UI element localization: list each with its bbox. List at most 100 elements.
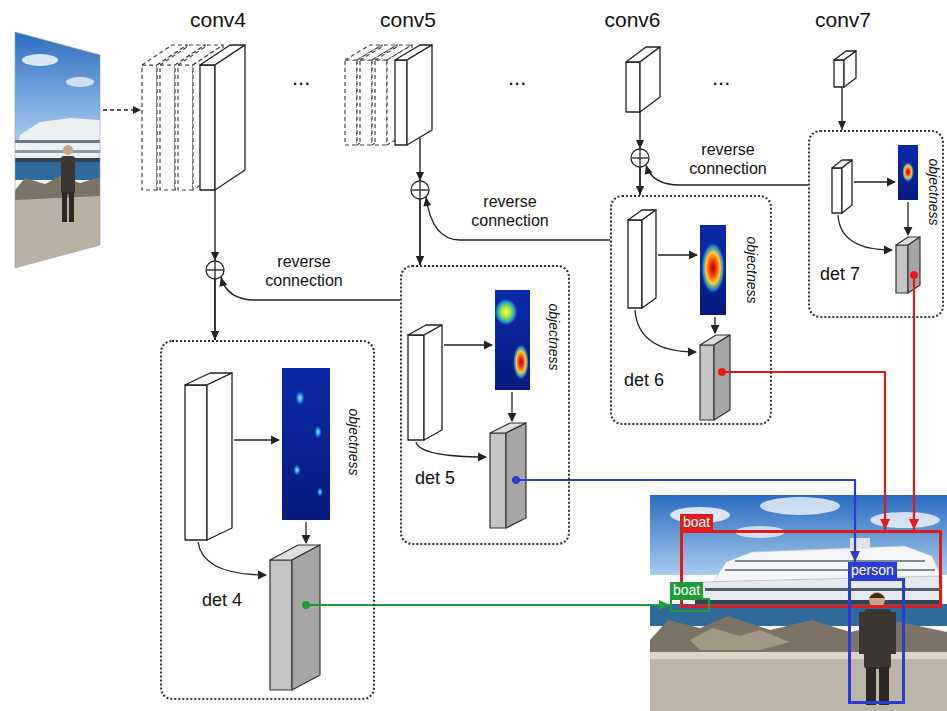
connector-line xyxy=(772,372,885,530)
detection-region: objectnessdet 4 xyxy=(160,340,375,700)
conv-stack xyxy=(142,65,157,190)
arrowhead xyxy=(636,186,644,195)
output-photo xyxy=(705,588,942,591)
input-photo xyxy=(15,30,100,270)
feature-map xyxy=(842,160,852,213)
det-block xyxy=(490,433,506,528)
conv-label: conv6 xyxy=(600,8,664,32)
det-label: det 7 xyxy=(820,264,860,285)
feature-map xyxy=(185,45,856,540)
input-photo xyxy=(66,77,94,87)
inner-arrow xyxy=(714,317,715,333)
input-photo xyxy=(62,192,67,222)
input-arrow xyxy=(103,109,134,110)
objectness-map xyxy=(700,225,726,315)
input-photo xyxy=(63,145,73,155)
arrowhead xyxy=(636,140,644,149)
conv-stack: conv5 xyxy=(335,8,440,138)
feature-map xyxy=(640,47,660,112)
conv-stack: conv4 xyxy=(135,8,250,190)
output-photo xyxy=(869,593,885,598)
conv-stack xyxy=(360,60,372,145)
detection-region: objectnessdet 5 xyxy=(400,265,570,545)
ellipsis-label: ... xyxy=(712,66,730,90)
sum-node xyxy=(631,149,649,167)
input-arrow xyxy=(133,106,141,114)
objectness-map xyxy=(513,344,529,380)
inner-arrow xyxy=(198,542,266,575)
output-photo xyxy=(890,612,896,654)
connector xyxy=(375,600,670,610)
det-block xyxy=(506,423,526,528)
det-block xyxy=(896,245,908,293)
objectness-map xyxy=(317,487,323,497)
inner-arrow xyxy=(444,344,492,345)
arrowhead xyxy=(211,331,219,340)
feature-map xyxy=(628,220,642,308)
det-block xyxy=(292,545,320,690)
objectness-map xyxy=(282,368,330,520)
inner-arrow xyxy=(907,202,908,235)
photo-frame xyxy=(15,32,100,268)
connector xyxy=(570,480,860,562)
connector xyxy=(909,318,919,530)
box-tag: person xyxy=(848,562,897,578)
inner-arrow xyxy=(635,310,696,352)
output-photo xyxy=(725,569,935,571)
detection-region: objectnessdet 6 xyxy=(610,195,772,425)
objectness-map xyxy=(295,390,305,406)
input-photo xyxy=(15,162,100,180)
input-photo xyxy=(15,196,100,270)
conv-label: conv7 xyxy=(811,8,875,32)
connector-line xyxy=(375,604,670,606)
inner-arrow xyxy=(854,181,895,182)
output-photo xyxy=(866,667,876,705)
edge-label: reverse connection xyxy=(252,252,356,290)
objectness-map xyxy=(898,145,918,200)
bounding-box-frame xyxy=(848,578,905,704)
objectness-label: objectness xyxy=(926,159,942,226)
objectness-map xyxy=(495,290,530,390)
sum-node xyxy=(639,150,640,166)
output-photo xyxy=(864,609,891,669)
output-photo xyxy=(650,495,947,711)
conv-stack xyxy=(375,60,387,145)
output-tap xyxy=(718,368,726,376)
feature-map xyxy=(626,62,640,112)
output-photo xyxy=(690,628,790,650)
det-block xyxy=(714,335,730,420)
conv-stack xyxy=(142,45,412,190)
feature-map xyxy=(215,45,245,190)
feature-map xyxy=(642,210,656,308)
arrowhead xyxy=(416,172,424,181)
inner-arrow xyxy=(838,215,892,250)
inner-arrow xyxy=(305,522,306,543)
feature-map xyxy=(844,51,856,87)
input-photo xyxy=(15,150,100,153)
conv-stack xyxy=(178,65,193,190)
ellipsis-label: ... xyxy=(508,66,526,90)
sum-node xyxy=(419,182,420,198)
output-photo xyxy=(859,612,865,654)
feature-map xyxy=(395,60,407,145)
edge-label: reverse connection xyxy=(676,140,780,178)
arrowhead xyxy=(416,256,424,265)
conv-stack: conv6 xyxy=(595,8,670,112)
output-photo xyxy=(760,497,840,515)
objectness-map xyxy=(314,425,322,439)
output-tap xyxy=(516,479,570,481)
det-block xyxy=(700,345,714,420)
conv-stack: conv7 xyxy=(808,8,878,87)
arrowhead xyxy=(211,331,219,340)
objectness-map xyxy=(293,464,301,476)
inner-arrow xyxy=(511,392,512,421)
objectness-map xyxy=(494,298,518,326)
bounding-box: boat xyxy=(670,582,710,612)
input-photo xyxy=(22,54,58,66)
arrowhead xyxy=(880,519,890,530)
output-photo xyxy=(879,667,889,705)
objectness-map xyxy=(701,242,725,294)
input-photo xyxy=(15,140,100,143)
det-label: det 4 xyxy=(202,590,242,611)
